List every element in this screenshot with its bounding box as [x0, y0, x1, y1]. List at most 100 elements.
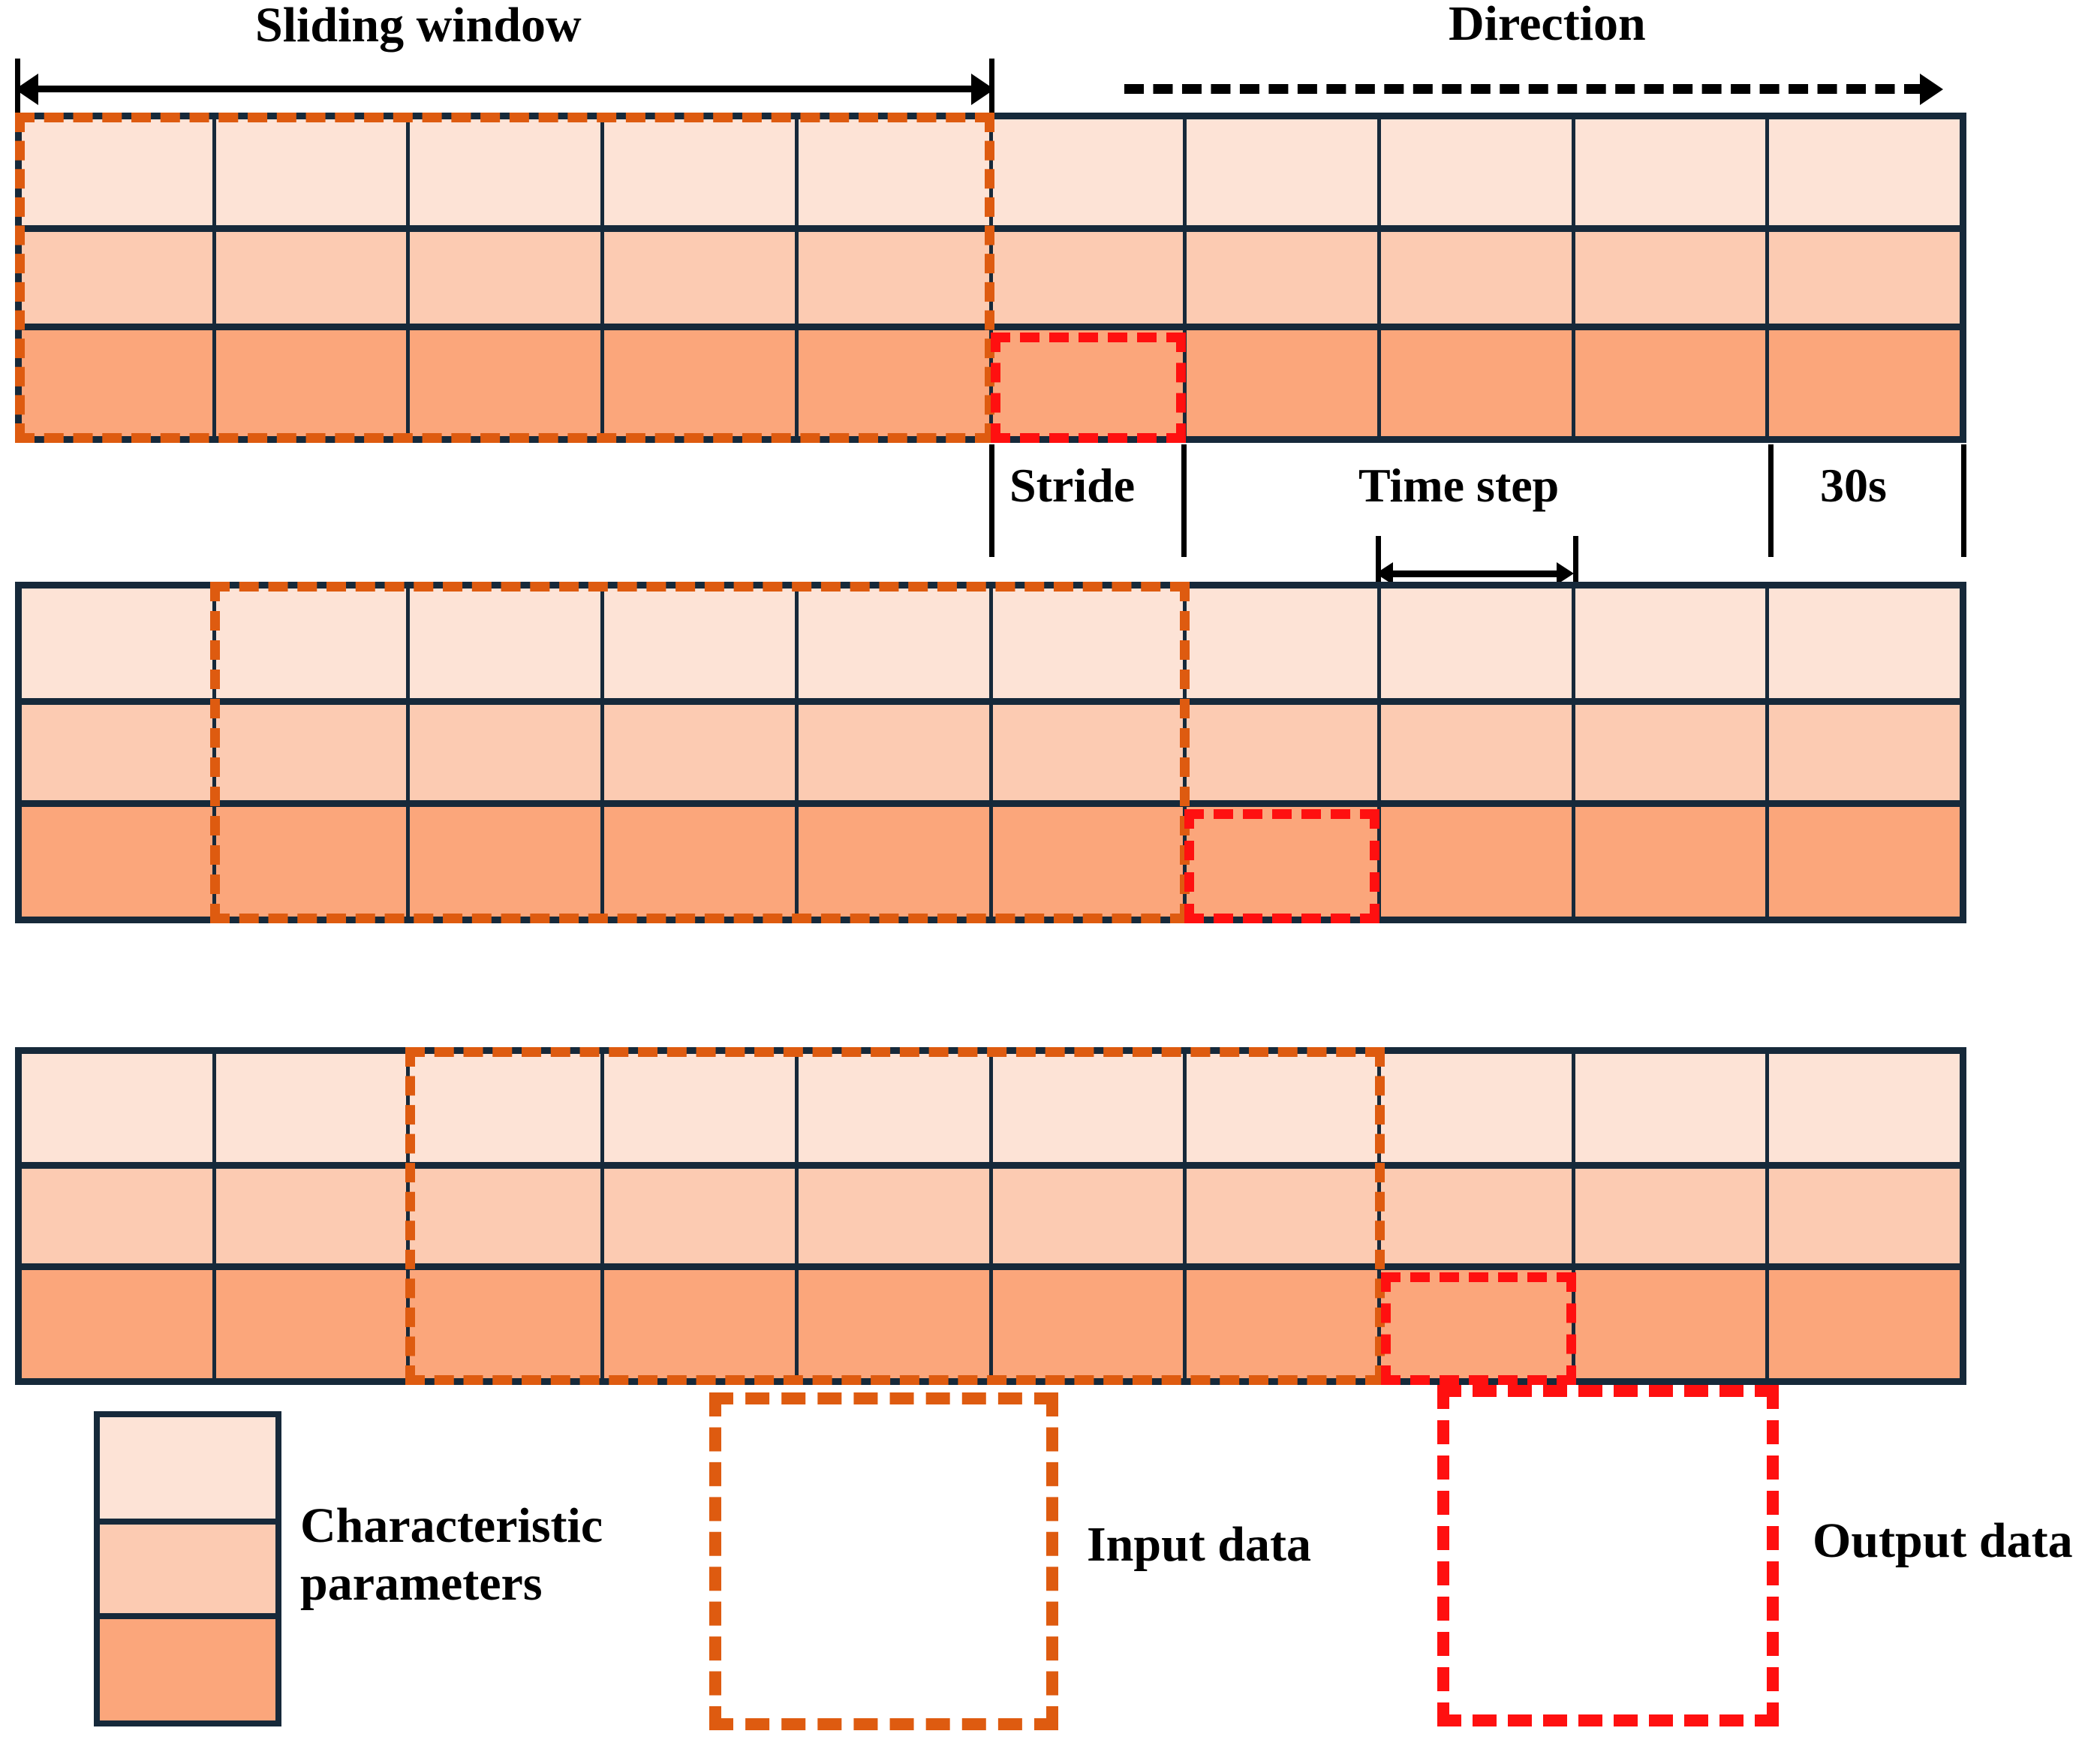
cell: [993, 231, 1187, 324]
panel-2-row-2: [22, 697, 1960, 808]
sliding-window-arrowhead-left: [15, 74, 38, 105]
cell: [22, 1269, 216, 1378]
cell: [22, 330, 216, 436]
timestep-tick-right: [1573, 536, 1578, 616]
cell: [410, 1269, 605, 1378]
cell: [604, 807, 799, 917]
cell: [22, 807, 216, 917]
cell: [216, 807, 411, 917]
stride-tick-right: [1181, 444, 1187, 557]
cell: [993, 704, 1187, 801]
cell: [1187, 330, 1381, 436]
cell: [410, 1168, 605, 1263]
cell: [799, 704, 993, 801]
cell: [216, 119, 411, 225]
cell: [216, 231, 411, 324]
cell: [1575, 1269, 1770, 1378]
cell: [1575, 231, 1770, 324]
cell: [216, 1269, 411, 1378]
legend-output-label: Output data: [1813, 1513, 2073, 1568]
cell: [410, 704, 605, 801]
legend-characteristic-label: Characteristic parameters: [300, 1498, 690, 1612]
cell: [1381, 1168, 1575, 1263]
panel-2-row-3: [22, 807, 1960, 917]
cell: [216, 589, 411, 698]
cell: [604, 1269, 799, 1378]
legend-swatch-row-3: [100, 1619, 275, 1720]
cell: [993, 1269, 1187, 1378]
timestep-arrowhead-left: [1376, 562, 1393, 585]
legend-input-label: Input data: [1087, 1517, 1311, 1572]
panel-1-grid: [15, 113, 1966, 443]
timestep-measure-line: [1391, 570, 1560, 577]
cell: [1187, 704, 1381, 801]
cell: [1381, 589, 1575, 698]
cell: [799, 1269, 993, 1378]
legend-swatch-row-1: [100, 1417, 275, 1519]
cell: [1769, 1054, 1960, 1162]
cell: [1575, 807, 1770, 917]
cell: [1187, 119, 1381, 225]
cell: [604, 330, 799, 436]
panel-3-row-3: [22, 1269, 1960, 1378]
cell: [410, 807, 605, 917]
cell: [1381, 330, 1575, 436]
duration-label: 30s: [1820, 459, 1887, 512]
cell: [1769, 330, 1960, 436]
cell: [22, 1168, 216, 1263]
cell: [1187, 1168, 1381, 1263]
panel-3-row-2: [22, 1161, 1960, 1270]
cell: [1381, 807, 1575, 917]
cell: [22, 589, 216, 698]
cell: [22, 231, 216, 324]
cell: [993, 589, 1187, 698]
cell: [22, 119, 216, 225]
direction-label: Direction: [1449, 0, 1646, 51]
cell: [1769, 232, 1960, 324]
cell: [216, 330, 411, 436]
cell: [1769, 119, 1960, 225]
cell: [1769, 1169, 1960, 1263]
cell: [1381, 1054, 1575, 1162]
cell: [1381, 119, 1575, 225]
cell: [993, 330, 1187, 436]
panel-3-grid: [15, 1047, 1966, 1385]
cell: [1187, 231, 1381, 324]
cell: [1575, 704, 1770, 801]
duration-tick-left: [1768, 444, 1774, 557]
cell: [993, 807, 1187, 917]
cell: [1381, 231, 1575, 324]
cell: [216, 1054, 411, 1162]
cell: [1187, 1054, 1381, 1162]
legend-input-swatch: [709, 1392, 1058, 1730]
cell: [799, 1168, 993, 1263]
legend-colour-swatch: [94, 1411, 281, 1726]
duration-tick-right: [1961, 444, 1966, 557]
panel-3-row-1: [22, 1054, 1960, 1162]
cell: [1187, 1269, 1381, 1378]
cell: [22, 1054, 216, 1162]
cell: [993, 1168, 1187, 1263]
cell: [604, 704, 799, 801]
panel-1-row-2: [22, 224, 1960, 331]
cell: [1575, 1168, 1770, 1263]
legend-swatch-row-2: [100, 1518, 275, 1620]
cell: [1187, 807, 1381, 917]
cell: [604, 119, 799, 225]
legend-output-swatch: [1437, 1385, 1779, 1726]
cell: [410, 1054, 605, 1162]
timestep-arrowhead-right: [1557, 562, 1574, 585]
cell: [993, 119, 1187, 225]
cell: [604, 1168, 799, 1263]
cell: [604, 231, 799, 324]
stride-tick-left: [989, 444, 994, 557]
direction-dashed-line: [1124, 84, 1924, 94]
cell: [1575, 1054, 1770, 1162]
stride-label: Stride: [1009, 459, 1136, 512]
cell: [216, 1168, 411, 1263]
cell: [604, 1054, 799, 1162]
legend-characteristic-line-1: Characteristic: [300, 1498, 603, 1553]
cell: [410, 330, 605, 436]
cell: [1575, 330, 1770, 436]
panel-1-row-3: [22, 330, 1960, 436]
